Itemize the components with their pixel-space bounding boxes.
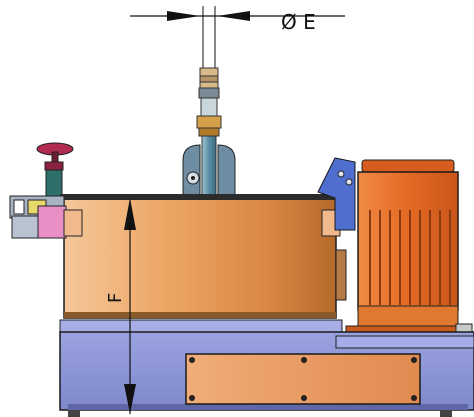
- base-panel: [185, 353, 421, 405]
- tank-body: [60, 194, 340, 319]
- diameter-dimension: Ø E: [130, 6, 345, 75]
- diameter-label: Ø E: [281, 10, 316, 34]
- agitator-spindle-icon: [182, 67, 236, 199]
- height-label: F: [105, 293, 126, 303]
- left-connector: [9, 195, 83, 239]
- mounting-bracket-icon: [317, 157, 356, 301]
- motor-icon: [345, 159, 473, 345]
- valve-handle-icon: [36, 142, 74, 197]
- motor-fins: [369, 210, 451, 305]
- height-dimension: F: [105, 198, 136, 414]
